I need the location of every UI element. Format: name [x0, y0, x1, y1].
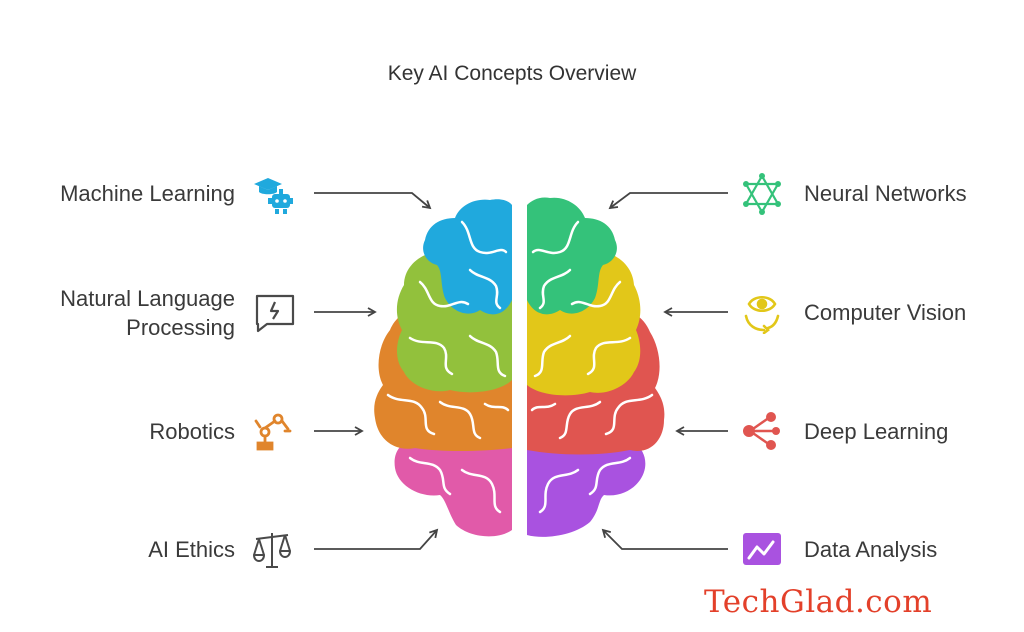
brain-right-hemisphere: [527, 197, 665, 537]
concept-label-deep-learning: Deep Learning: [804, 419, 949, 444]
brain-folds: [386, 220, 654, 514]
brand-watermark: TechGlad.com: [704, 584, 933, 620]
graduation-cap-robot-icon: [250, 172, 294, 216]
brain-region-purple: [527, 440, 646, 537]
speech-bubble-icon: [253, 290, 297, 334]
concept-label-robotics: Robotics: [149, 419, 235, 444]
arrow-neural-networks: [608, 192, 728, 210]
balance-scale-icon: [250, 527, 294, 571]
arrow-data-analysis: [601, 528, 728, 550]
concept-label-data-analysis: Data Analysis: [804, 537, 938, 562]
nodes-icon: [740, 409, 784, 453]
chart-line-icon: [740, 527, 784, 571]
robotic-arm-icon: [250, 409, 294, 453]
concept-label-machine-learning: Machine Learning: [60, 181, 235, 206]
network-star-icon: [740, 172, 784, 216]
concept-label-natural-language-processing: Natural Language Processing: [60, 286, 235, 340]
concept-label-neural-networks: Neural Networks: [804, 181, 967, 206]
concept-label-ai-ethics: AI Ethics: [148, 537, 235, 562]
connector-arrows: [314, 192, 728, 550]
arrow-ai-ethics: [314, 528, 439, 550]
brain-region-teal: [527, 197, 617, 315]
page-title: Key AI Concepts Overview: [387, 62, 637, 85]
eye-cycle-icon: [740, 290, 784, 334]
brain-region-blue: [423, 199, 512, 315]
concept-label-computer-vision: Computer Vision: [804, 300, 967, 325]
arrow-machine-learning: [314, 192, 432, 210]
